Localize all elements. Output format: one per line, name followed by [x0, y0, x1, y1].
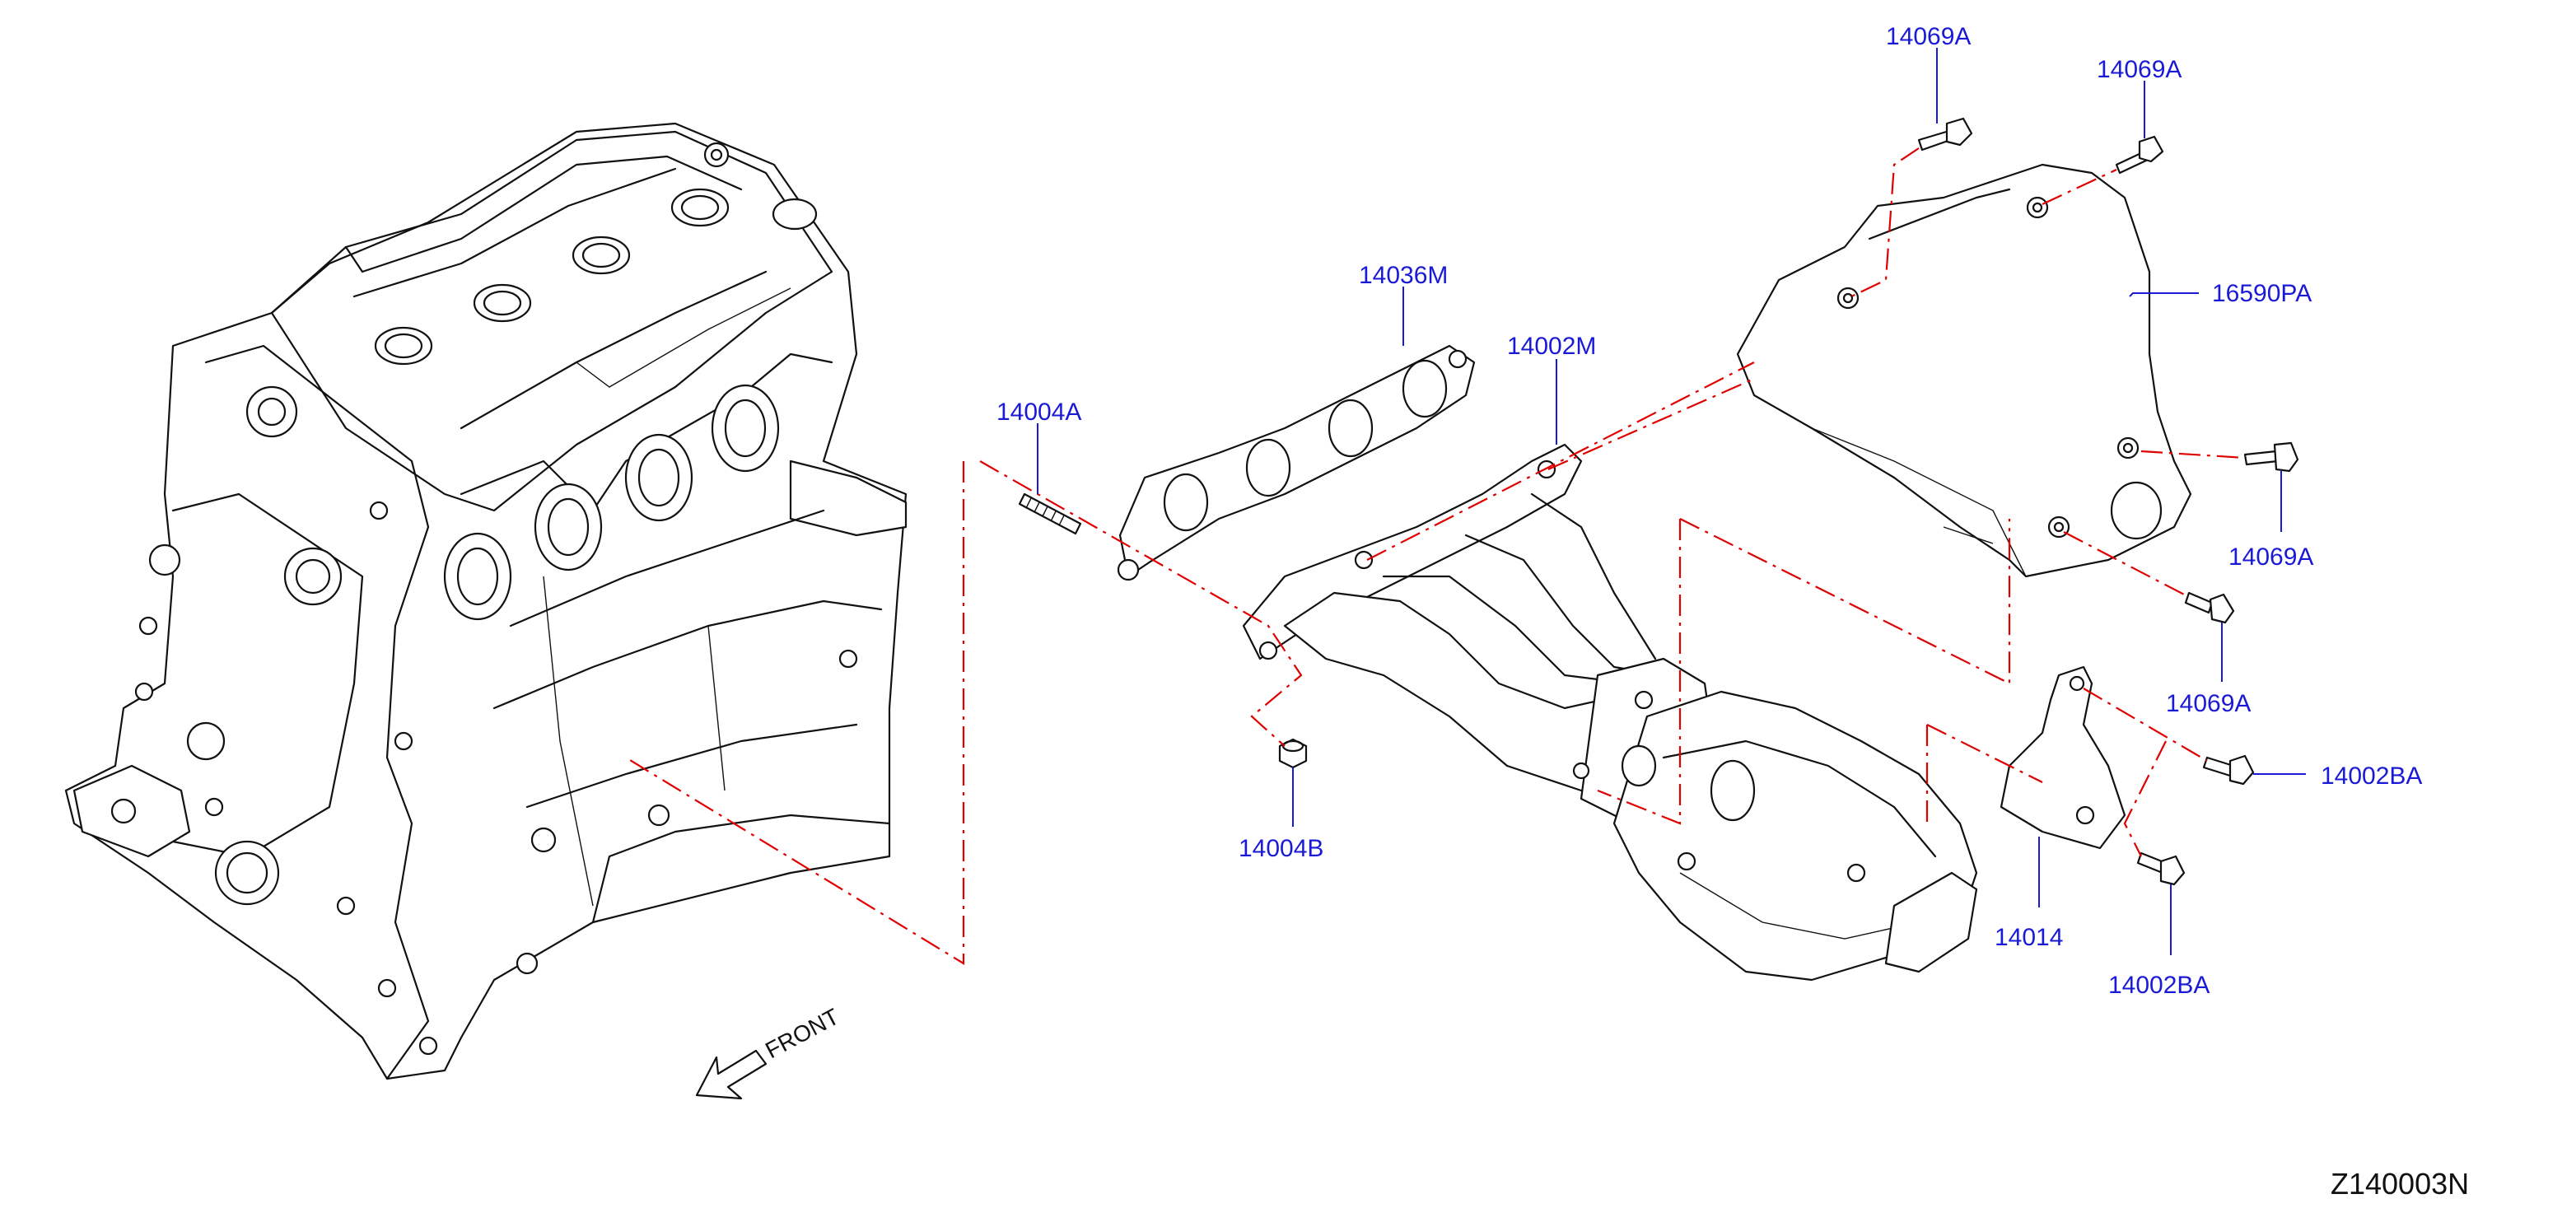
- callout-14002BA-bottom: 14002BA: [2108, 972, 2210, 999]
- exhaust-manifold-gasket-drawing: [1117, 344, 1476, 581]
- heat-insulator-drawing: [1736, 163, 2192, 578]
- callout-14069A-right: 14069A: [2228, 543, 2313, 571]
- callout-14069A-top-left: 14069A: [1886, 23, 1971, 50]
- front-direction-indicator: FRONT: [695, 1004, 843, 1100]
- front-label: FRONT: [761, 1004, 843, 1064]
- manifold-bracket-drawing: [2000, 665, 2126, 850]
- part-callouts: 14069A 14069A 16590PA 14036M 14002M 1400…: [996, 23, 2422, 999]
- callout-14004A: 14004A: [996, 399, 1081, 426]
- callout-16590PA: 16590PA: [2212, 280, 2312, 307]
- engine-assembly-drawing: [64, 122, 908, 1080]
- stud-drawing: [1018, 492, 1082, 535]
- exhaust-manifold-drawing: [1242, 443, 1978, 982]
- phantom-assembly-lines: [625, 147, 2246, 965]
- callout-14002BA-right: 14002BA: [2321, 763, 2422, 790]
- figure-number: Z140003N: [2331, 1167, 2469, 1201]
- callout-14002M: 14002M: [1507, 333, 1596, 360]
- callout-14014: 14014: [1995, 924, 2063, 951]
- callout-14069A-lower: 14069A: [2166, 690, 2251, 717]
- nut-drawing: [1278, 738, 1308, 769]
- bolt-drawings: [1917, 117, 2299, 886]
- callout-leaders: [1037, 48, 2306, 955]
- callout-14069A-top-right: 14069A: [2097, 56, 2182, 83]
- callout-14004B: 14004B: [1239, 835, 1323, 862]
- callout-14036M: 14036M: [1359, 262, 1448, 289]
